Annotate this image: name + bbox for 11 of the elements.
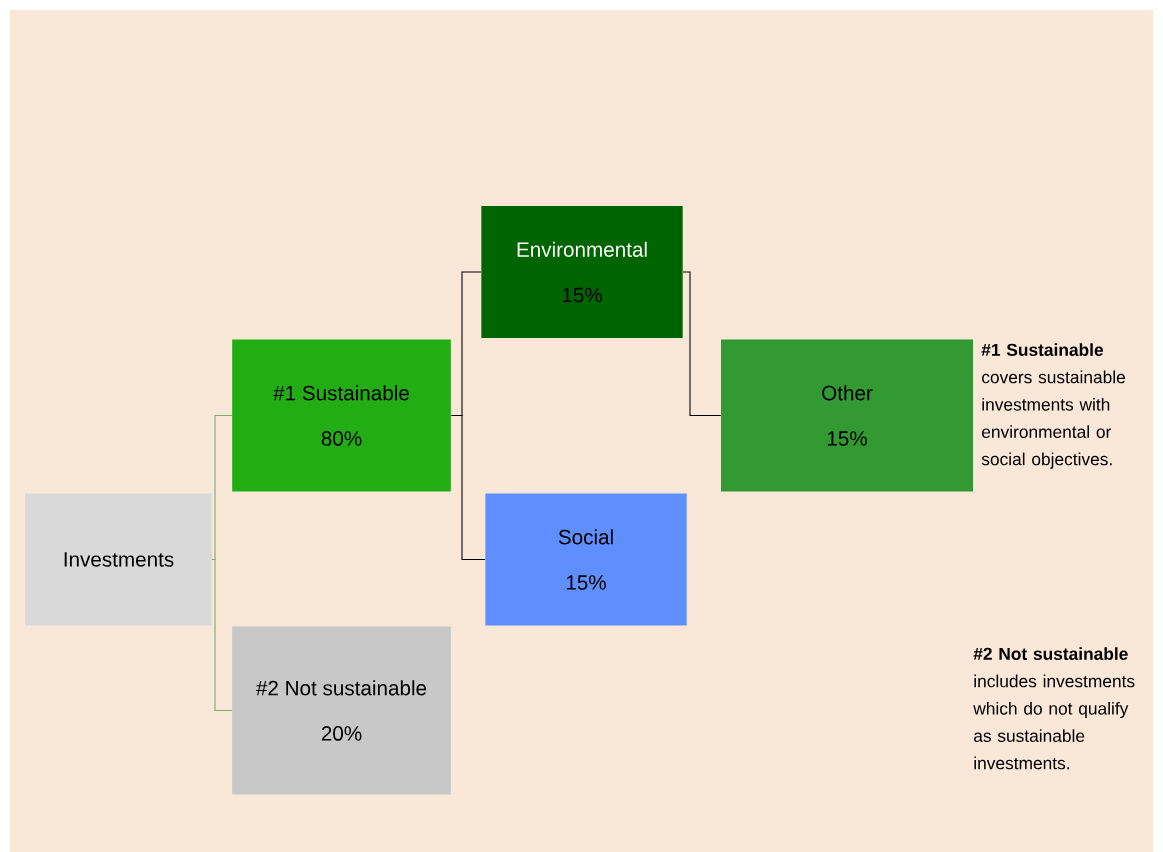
category-box: Environmental 15% [481,206,683,338]
connector-line [211,414,233,561]
connector-line [211,558,233,712]
note-text: #2 Not sustainable includes investments which do not qualify as sustainable investments. [973,647,1135,770]
category-box: Social 15% [485,493,687,626]
category-box: Other 15% [721,339,973,492]
connector-line [682,271,722,417]
category-box: #1 Sustainable 80% [232,339,451,492]
connector-line [450,414,486,561]
category-box: #2 Not sustainable 20% [232,626,451,795]
category-box: Investments [25,493,212,626]
